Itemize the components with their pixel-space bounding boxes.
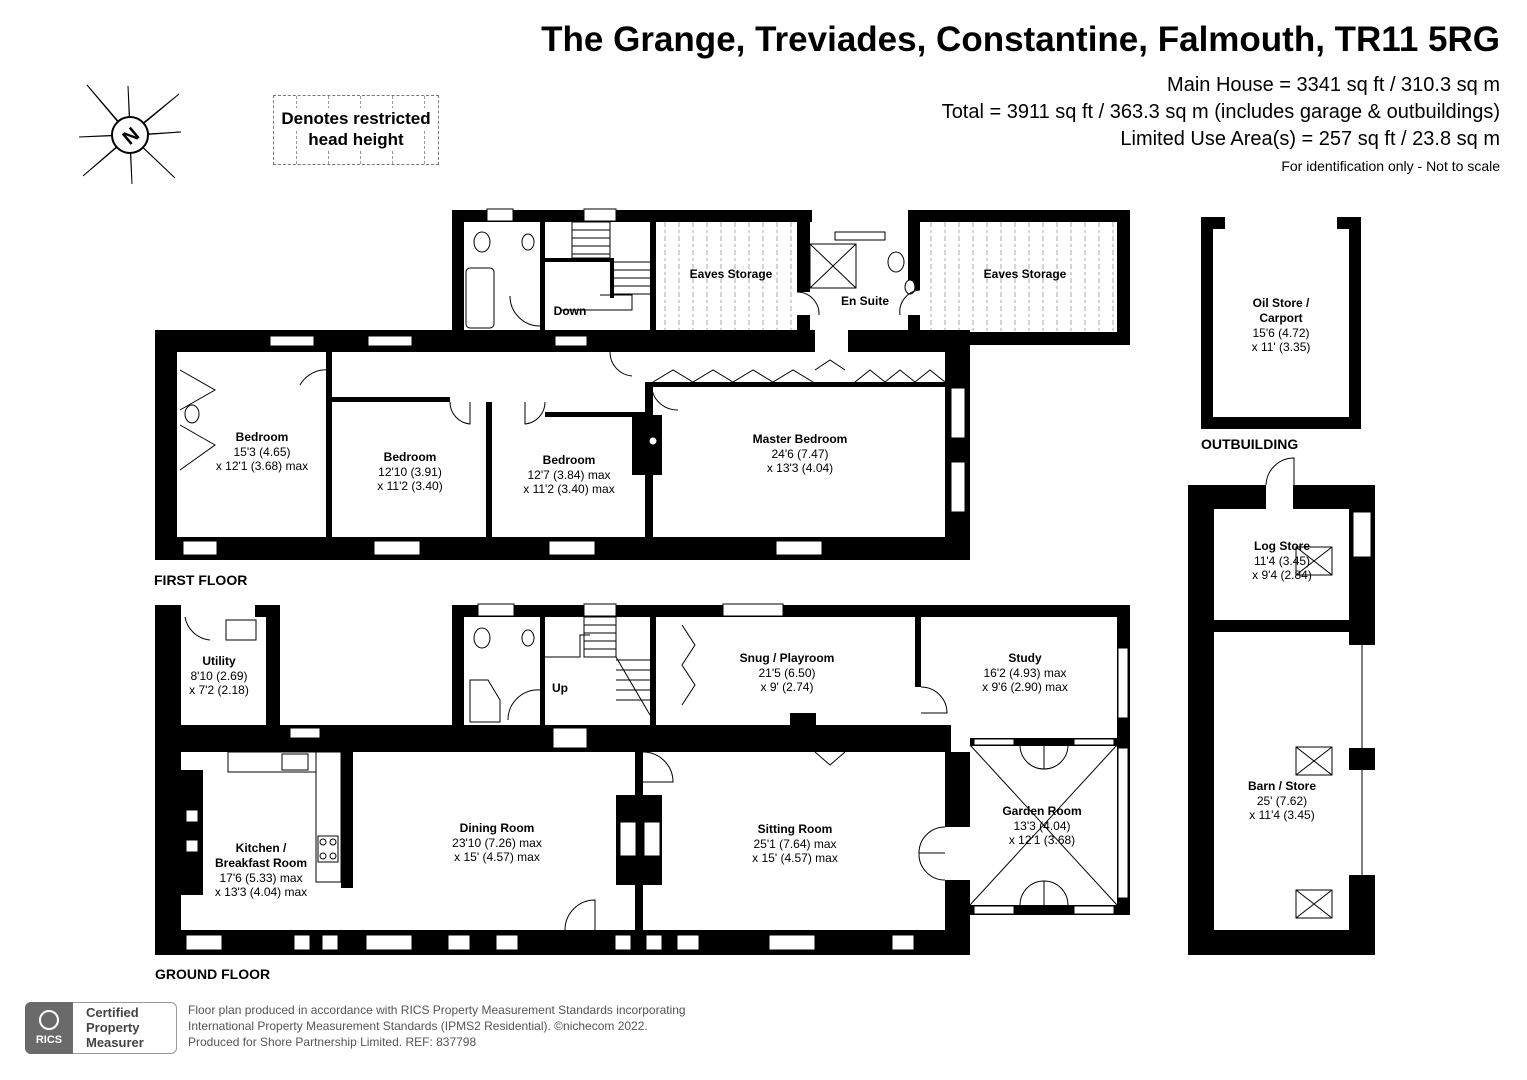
oil-store-name-1: Oil Store /	[1253, 296, 1310, 310]
master-bedroom-dim1: 24'6 (7.47)	[772, 447, 829, 461]
dining-room-name: Dining Room	[460, 821, 535, 835]
oil-store-dim2: x 11' (3.35)	[1252, 340, 1311, 354]
restricted-height-legend: Denotes restricted head height	[273, 95, 439, 165]
log-store-dim2: x 9'4 (2.84)	[1252, 568, 1312, 582]
dining-room-dim1: 23'10 (7.26) max	[452, 836, 542, 850]
kitchen-dim2: x 13'3 (4.04) max	[215, 885, 307, 899]
sitting-room-dim2: x 15' (4.57) max	[752, 851, 838, 865]
bedroom-2-name: Bedroom	[384, 450, 437, 464]
utility-dim2: x 7'2 (2.18)	[189, 683, 249, 697]
barn-dim2: x 11'4 (3.45)	[1249, 808, 1314, 822]
room-labels: Bedroom 15'3 (4.65) x 12'1 (3.68) max Be…	[189, 267, 1316, 899]
bedroom-2-dim1: 12'10 (3.91)	[378, 465, 442, 479]
dining-room-dim2: x 15' (4.57) max	[454, 850, 540, 864]
rics-logo-text: RICS	[35, 1034, 63, 1046]
outbuilding-plans	[1188, 217, 1375, 955]
badge-line-3: Measurer	[86, 1035, 144, 1050]
oil-store-name-2: Carport	[1259, 311, 1302, 325]
snug-name: Snug / Playroom	[740, 651, 835, 665]
total-area: Total = 3911 sq ft / 363.3 sq m (include…	[941, 101, 1500, 123]
garden-room-name: Garden Room	[1002, 804, 1081, 818]
legend-line-1: Denotes restricted	[279, 108, 433, 129]
kitchen-dim1: 17'6 (5.33) max	[220, 871, 303, 885]
ground-floor-label: GROUND FLOOR	[155, 966, 271, 982]
disclaimer: For identification only - Not to scale	[1281, 158, 1500, 174]
snug-dim1: 21'5 (6.50)	[759, 666, 816, 680]
barn-name: Barn / Store	[1248, 779, 1316, 793]
utility-dim1: 8'10 (2.69)	[191, 669, 248, 683]
compass-rose-icon: N	[78, 84, 182, 185]
eaves-storage-area-1	[656, 222, 798, 332]
study-name: Study	[1008, 651, 1042, 665]
sitting-room-dim1: 25'1 (7.64) max	[754, 837, 837, 851]
badge-line-1: Certified	[86, 1005, 139, 1020]
eaves-storage-1-name: Eaves Storage	[690, 267, 773, 281]
certified-measurer-text: Certified Property Measurer	[86, 1005, 144, 1050]
bedroom-1-name: Bedroom	[236, 430, 289, 444]
snug-dim2: x 9' (2.74)	[761, 680, 814, 694]
badge-line-2: Property	[86, 1020, 140, 1035]
first-floor-plan	[155, 208, 1130, 560]
ground-floor-plan	[155, 603, 1130, 955]
kitchen-name-1: Kitchen /	[236, 841, 287, 855]
page-title: The Grange, Treviades, Constantine, Falm…	[541, 20, 1500, 59]
study-dim2: x 9'6 (2.90) max	[982, 680, 1068, 694]
limited-use-area: Limited Use Area(s) = 257 sq ft / 23.8 s…	[1120, 128, 1500, 150]
bedroom-1-dim1: 15'3 (4.65)	[234, 445, 291, 459]
legend-line-2: head height	[306, 129, 406, 150]
rics-emblem-icon	[39, 1010, 59, 1030]
bedroom-3-dim1: 12'7 (3.84) max	[528, 468, 611, 482]
footer-line-2: International Property Measurement Stand…	[188, 1019, 648, 1033]
eaves-storage-2-name: Eaves Storage	[984, 267, 1067, 281]
footer-notes: Floor plan produced in accordance with R…	[188, 1002, 686, 1050]
stairs-down-label: Down	[554, 304, 587, 318]
eaves-storage-area-2	[920, 222, 1116, 332]
kitchen-name-2: Breakfast Room	[215, 856, 307, 870]
footer-line-1: Floor plan produced in accordance with R…	[188, 1003, 686, 1017]
footer-line-3: Produced for Shore Partnership Limited. …	[188, 1035, 477, 1049]
oil-store-dim1: 15'6 (4.72)	[1253, 326, 1310, 340]
outbuilding-label: OUTBUILDING	[1201, 436, 1299, 452]
bedroom-2-dim2: x 11'2 (3.40)	[377, 479, 442, 493]
study-dim1: 16'2 (4.93) max	[984, 666, 1067, 680]
first-floor-label: FIRST FLOOR	[154, 572, 248, 588]
sitting-room-name: Sitting Room	[758, 822, 833, 836]
log-store-dim1: 11'4 (3.45)	[1254, 554, 1310, 568]
bedroom-3-name: Bedroom	[543, 453, 596, 467]
garden-room-dim1: 13'3 (4.04)	[1014, 819, 1071, 833]
bedroom-1-dim2: x 12'1 (3.68) max	[216, 459, 308, 473]
master-bedroom-dim2: x 13'3 (4.04)	[767, 461, 833, 475]
barn-dim1: 25' (7.62)	[1257, 794, 1307, 808]
en-suite-name: En Suite	[841, 294, 889, 308]
main-house-area: Main House = 3341 sq ft / 310.3 sq m	[1167, 74, 1500, 96]
rics-logo: RICS	[25, 1002, 73, 1054]
master-bedroom-name: Master Bedroom	[753, 432, 848, 446]
bedroom-3-dim2: x 11'2 (3.40) max	[523, 482, 614, 496]
log-store-name: Log Store	[1254, 539, 1310, 553]
garden-room-dim2: x 12'1 (3.68)	[1009, 833, 1075, 847]
utility-name: Utility	[202, 654, 236, 668]
stairs-up-label: Up	[552, 681, 568, 695]
